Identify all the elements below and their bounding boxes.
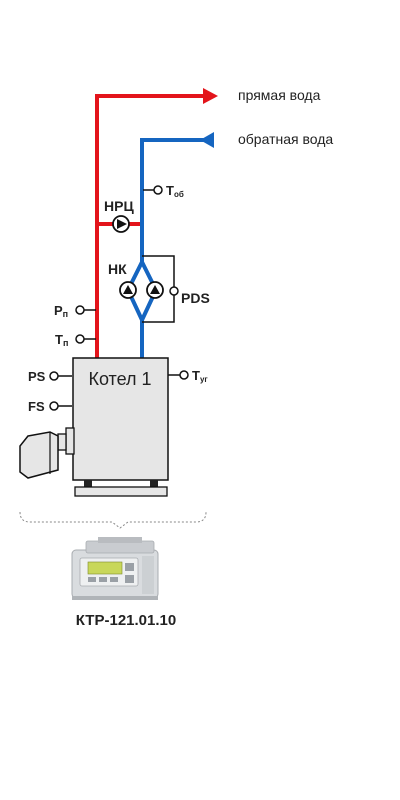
burner-icon	[19, 427, 75, 479]
tp-sensor-icon	[75, 334, 85, 344]
pp-label: Pп	[54, 303, 68, 319]
pds-label: PDS	[181, 290, 210, 306]
return-arrow-icon	[200, 132, 214, 148]
boiler-foot-left	[84, 480, 92, 487]
supply-arrow-icon	[203, 88, 218, 104]
controller-model-label: КТР-121.01.10	[76, 612, 176, 629]
boiler-title: Котел 1	[88, 369, 151, 389]
fs-sensor-icon	[49, 401, 59, 411]
pds-sensor-icon	[169, 286, 179, 296]
circulation-pump-icon	[112, 215, 130, 233]
nk-label: НК	[108, 261, 127, 277]
ps-sensor-icon	[49, 371, 59, 381]
boiler-body	[72, 357, 169, 481]
tob-label: Tоб	[166, 183, 184, 199]
controller-device-icon	[71, 537, 159, 600]
boiler-base	[74, 486, 168, 497]
supply-label: прямая вода	[238, 87, 321, 103]
return-pipe	[125, 138, 212, 358]
tug-label: Tуг	[192, 368, 208, 384]
fs-label: FS	[28, 399, 45, 414]
pp-sensor-icon	[75, 305, 85, 315]
dotted-bracket	[19, 511, 207, 529]
return-label: обратная вода	[238, 131, 333, 147]
boiler-foot-right	[150, 480, 158, 487]
tug-sensor-icon	[179, 370, 189, 380]
boiler-pump-left-icon	[119, 281, 137, 299]
boiler-pump-right-icon	[146, 281, 164, 299]
nrc-label: НРЦ	[104, 198, 134, 214]
tob-sensor-icon	[153, 185, 163, 195]
tp-label: Tп	[55, 332, 68, 348]
ps-label: PS	[28, 369, 46, 384]
